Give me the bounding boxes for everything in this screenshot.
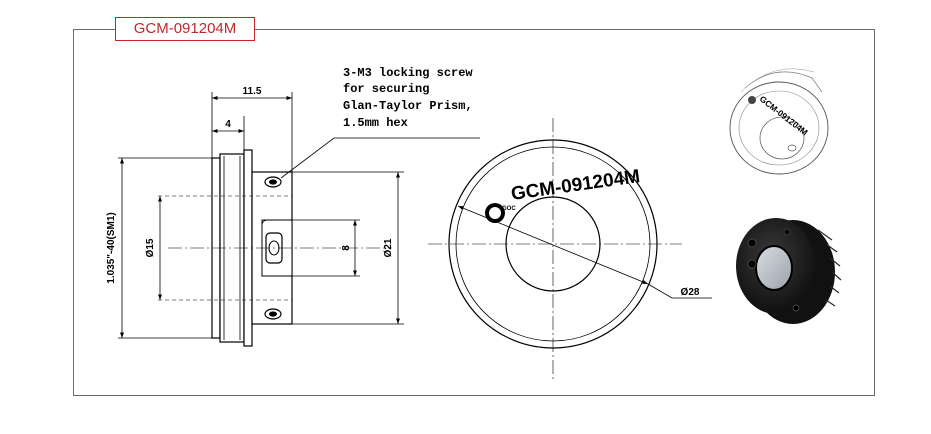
note-line-3: Glan-Taylor Prism, <box>343 99 473 113</box>
screw-note: 3-M3 locking screw for securing Glan-Tay… <box>343 66 473 130</box>
perspective-sketch: GCM-091204M <box>729 68 829 175</box>
dim-flange-length: 4 <box>225 119 231 130</box>
dim-outer-diameter: Ø28 <box>681 287 700 298</box>
dim-slot-width: 8 <box>341 245 352 251</box>
note-line-1: 3-M3 locking screw <box>343 66 473 80</box>
side-view: 11.5 4 <box>106 86 480 347</box>
engraving-text: GCM-091204M <box>510 166 642 205</box>
dim-inner-diameter: Ø15 <box>145 238 156 257</box>
drawing-frame <box>73 29 875 396</box>
front-view: Ø28 GOC GCM-091204M <box>428 118 712 380</box>
brand-logo: GOC <box>485 203 516 223</box>
product-photo <box>736 218 842 324</box>
svg-text:GOC: GOC <box>502 206 516 212</box>
part-number-title: GCM-091204M <box>115 17 255 41</box>
note-line-4: 1.5mm hex <box>343 116 408 130</box>
note-leader-line <box>280 137 480 179</box>
dim-total-length: 11.5 <box>243 86 262 97</box>
dim-body-diameter: Ø21 <box>383 238 394 257</box>
note-line-2: for securing <box>343 82 429 96</box>
dim-thread: 1.035"-40(SM1) <box>106 212 117 283</box>
